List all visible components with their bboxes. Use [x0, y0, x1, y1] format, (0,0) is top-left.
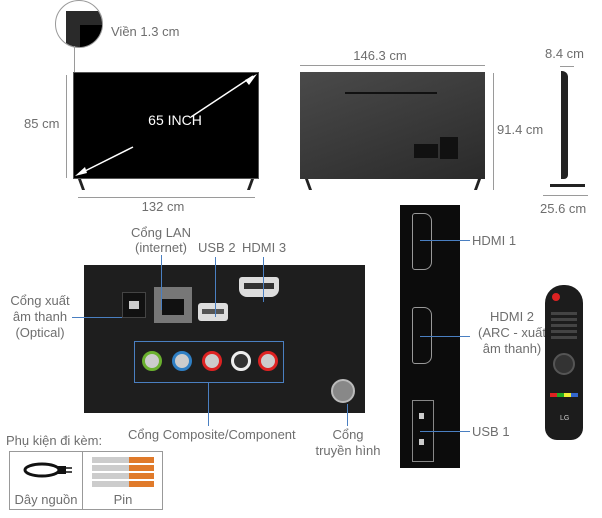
front-width-label: 132 cm [141, 199, 185, 214]
antenna-label: Cổng truyền hình [308, 427, 388, 459]
hdmi3-port [239, 277, 279, 297]
diagonal-label: 65 INCH [148, 112, 202, 128]
diagonal-arrow [75, 74, 257, 176]
optical-label-line3: (Optical) [15, 325, 65, 340]
hdmi2-label-line2: (ARC - xuất [478, 325, 546, 340]
accessories-title: Phụ kiện đi kèm: [6, 433, 103, 448]
accessories-box: Dây nguồn Pin [9, 451, 163, 510]
tv-side [561, 71, 568, 179]
rca-white [231, 351, 251, 371]
bezel-label: Viền 1.3 cm [111, 24, 180, 39]
accessory-power-cord: Dây nguồn [14, 492, 78, 507]
hdmi3-label: HDMI 3 [242, 240, 287, 255]
depth-label: 8.4 cm [545, 46, 585, 61]
hdmi2-port [412, 307, 432, 364]
optical-label-line1: Cổng xuất [10, 293, 70, 308]
lan-label-line1: Cổng LAN [131, 225, 191, 240]
antenna-port [331, 379, 355, 403]
lan-label-line2: (internet) [134, 240, 188, 255]
battery-icon [92, 457, 154, 487]
antenna-label-line1: Cổng [332, 427, 364, 442]
back-height-label: 91.4 cm [497, 122, 544, 137]
hdmi1-label: HDMI 1 [472, 233, 517, 248]
tv-back [300, 72, 485, 179]
optical-port [122, 292, 146, 318]
rca-red-2 [258, 351, 278, 371]
optical-label: Cổng xuất âm thanh (Optical) [4, 293, 76, 341]
rca-red [202, 351, 222, 371]
optical-label-line2: âm thanh [12, 309, 68, 324]
rca-blue [172, 351, 192, 371]
composite-label: Cổng Composite/Component [128, 427, 296, 442]
magic-remote: LG [545, 285, 583, 440]
hdmi2-label-line1: HDMI 2 [489, 309, 535, 324]
power-cord-icon [23, 462, 72, 478]
rear-port-panel [84, 265, 365, 413]
bezel-zoom-circle [55, 0, 103, 48]
usb2-label: USB 2 [198, 240, 236, 255]
hdmi2-label: HDMI 2 (ARC - xuất âm thanh) [468, 309, 556, 357]
usb1-label: USB 1 [472, 424, 510, 439]
antenna-label-line2: truyền hình [315, 443, 381, 458]
rca-green [142, 351, 162, 371]
remote-logo: LG [560, 415, 570, 422]
hdmi2-label-line3: âm thanh) [482, 341, 542, 356]
lan-port [154, 287, 192, 323]
front-height-label: 85 cm [24, 116, 60, 131]
lan-label: Cổng LAN (internet) [121, 225, 201, 255]
back-width-label: 146.3 cm [353, 48, 407, 63]
power-button-icon [552, 293, 560, 301]
accessory-battery: Pin [113, 492, 133, 507]
usb2-port [198, 303, 228, 321]
hdmi1-port [412, 213, 432, 270]
stand-depth-label: 25.6 cm [540, 201, 587, 216]
